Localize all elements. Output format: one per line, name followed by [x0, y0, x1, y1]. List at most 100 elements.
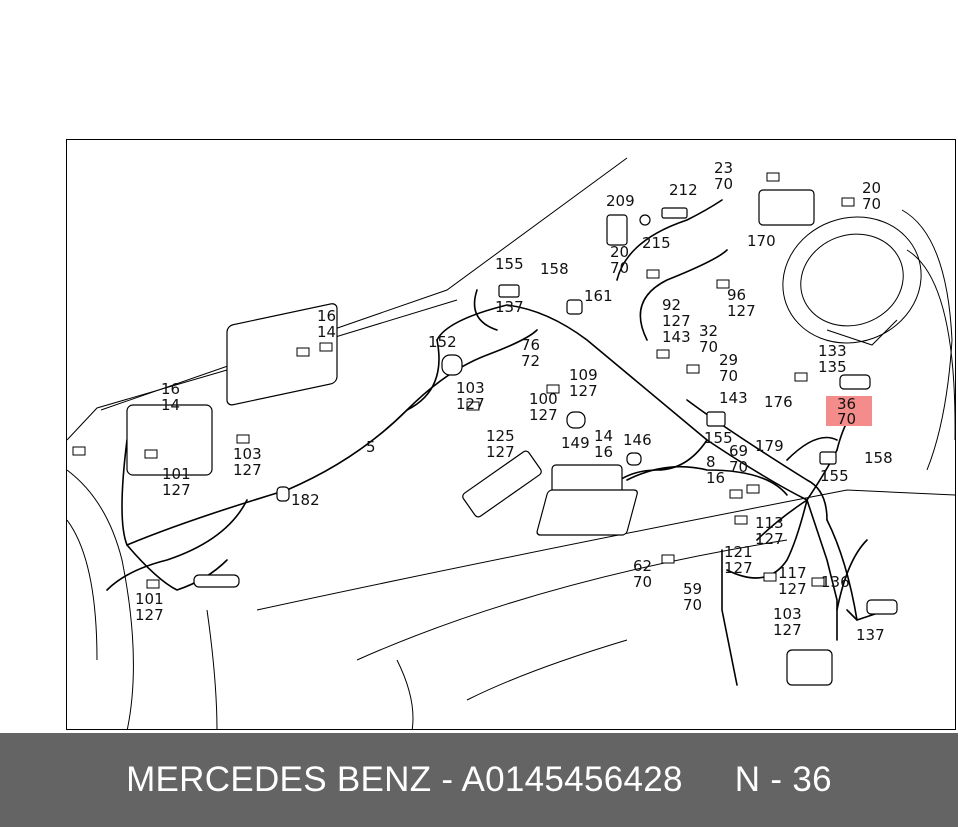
callout-label: 117 — [778, 564, 807, 582]
callout-label: 170 — [747, 232, 776, 250]
callout-label: 155 — [495, 255, 524, 273]
callout-label: 127 — [773, 621, 802, 639]
callout-label: 70 — [633, 573, 652, 591]
callout-label: 127 — [233, 461, 262, 479]
fuse-box-upper — [226, 303, 338, 406]
callout-label: 5 — [366, 438, 376, 456]
callout-label: 133 — [818, 342, 847, 360]
callout-label: 176 — [764, 393, 793, 411]
highlight-box — [826, 396, 872, 426]
callout-label: 70 — [699, 338, 718, 356]
clip-182 — [276, 486, 290, 502]
callout-label: 23 — [714, 159, 733, 177]
callout-label: 100 — [529, 390, 558, 408]
callout-label: 127 — [486, 443, 515, 461]
callout-label: 137 — [856, 626, 885, 644]
harness-tags — [72, 172, 855, 589]
connector-137 — [866, 599, 898, 615]
highlighted-callout[interactable]: 36 70 — [826, 396, 872, 426]
callout-label: 16 — [161, 380, 180, 398]
callout-label: 149 — [561, 434, 590, 452]
switch-assembly — [758, 189, 815, 226]
callout-label: 8 — [706, 453, 716, 471]
callout-label: 69 — [729, 442, 748, 460]
callout-label: 101 — [135, 590, 164, 608]
callout-label: 127 — [727, 302, 756, 320]
wiring-diagram-frame: 23 70 20 70 212 209 215 170 20 70 155 15… — [66, 139, 956, 730]
callout-label: 16 — [594, 443, 613, 461]
callout-label: 70 — [862, 195, 881, 213]
relay-housing — [462, 450, 542, 518]
callout-label: 155 — [820, 467, 849, 485]
callout-label: 14 — [161, 396, 180, 414]
callout-label: 158 — [540, 260, 569, 278]
callout-label: 143 — [719, 389, 748, 407]
highlight-callout-top: 36 — [837, 396, 856, 413]
callout-label: 215 — [642, 234, 671, 252]
callout-label: 152 — [428, 333, 457, 351]
callout-label: 103 — [773, 605, 802, 623]
bracket-209 — [606, 214, 628, 246]
part-number-title: MERCEDES BENZ - A0145456428 — [126, 760, 683, 799]
callout-label: 70 — [610, 259, 629, 277]
callout-label: 127 — [135, 606, 164, 624]
connector-155b — [706, 411, 726, 427]
steering-wheel — [782, 209, 953, 471]
diagram-page-ref: N - 36 — [734, 760, 832, 799]
callout-label: 20 — [610, 243, 629, 261]
callout-label: 101 — [162, 465, 191, 483]
callout-label: 155 — [704, 429, 733, 447]
callout-label: 70 — [714, 175, 733, 193]
callout-label: 70 — [729, 458, 748, 476]
callout-label: 127 — [529, 406, 558, 424]
callout-label: 161 — [584, 287, 613, 305]
callout-label: 70 — [683, 596, 702, 614]
callout-label: 92 — [662, 296, 681, 314]
callout-label: 70 — [719, 367, 738, 385]
callout-label: 20 — [862, 179, 881, 197]
callout-label: 103 — [456, 379, 485, 397]
callout-label: 127 — [569, 382, 598, 400]
callout-label: 76 — [521, 336, 540, 354]
connector-155 — [498, 284, 520, 298]
callout-label: 143 — [662, 328, 691, 346]
callout-label: 121 — [724, 543, 753, 561]
callout-label: 32 — [699, 322, 718, 340]
callout-label: 127 — [778, 580, 807, 598]
screw-212 — [661, 207, 688, 219]
callout-label: 212 — [669, 181, 698, 199]
callout-label: 14 — [317, 323, 336, 341]
callout-label: 179 — [755, 437, 784, 455]
callout-label: 103 — [233, 445, 262, 463]
callout-label: 158 — [864, 449, 893, 467]
callout-label: 127 — [162, 481, 191, 499]
callout-label: 127 — [755, 530, 784, 548]
grommet-149 — [566, 411, 586, 429]
callout-label: 72 — [521, 352, 540, 370]
callout-label: 182 — [291, 491, 320, 509]
highlight-callout-bottom: 70 — [837, 410, 856, 426]
sensor-lower-left — [193, 574, 240, 588]
callout-label: 14 — [594, 427, 613, 445]
callout-label: 127 — [724, 559, 753, 577]
switch-133 — [839, 374, 871, 390]
callout-label: 109 — [569, 366, 598, 384]
connector-155c — [819, 451, 837, 465]
callout-label: 209 — [606, 192, 635, 210]
grommet-146 — [626, 452, 642, 466]
harness-wires — [106, 199, 888, 686]
vehicle-body-outline — [67, 157, 955, 729]
callout-label: 62 — [633, 557, 652, 575]
callout-label: 59 — [683, 580, 702, 598]
callout-label: 127 — [662, 312, 691, 330]
callout-label: 125 — [486, 427, 515, 445]
callout-label: 136 — [821, 573, 850, 591]
grommet-152 — [441, 354, 463, 376]
callout-labels: 23 70 20 70 212 209 215 170 20 70 155 15… — [135, 159, 893, 644]
callout-label: 16 — [317, 307, 336, 325]
callout-label: 127 — [456, 395, 485, 413]
fuse-relay-block — [536, 489, 638, 536]
components — [126, 189, 898, 686]
callout-label: 135 — [818, 358, 847, 376]
wiring-harness-drawing: 23 70 20 70 212 209 215 170 20 70 155 15… — [67, 157, 955, 729]
